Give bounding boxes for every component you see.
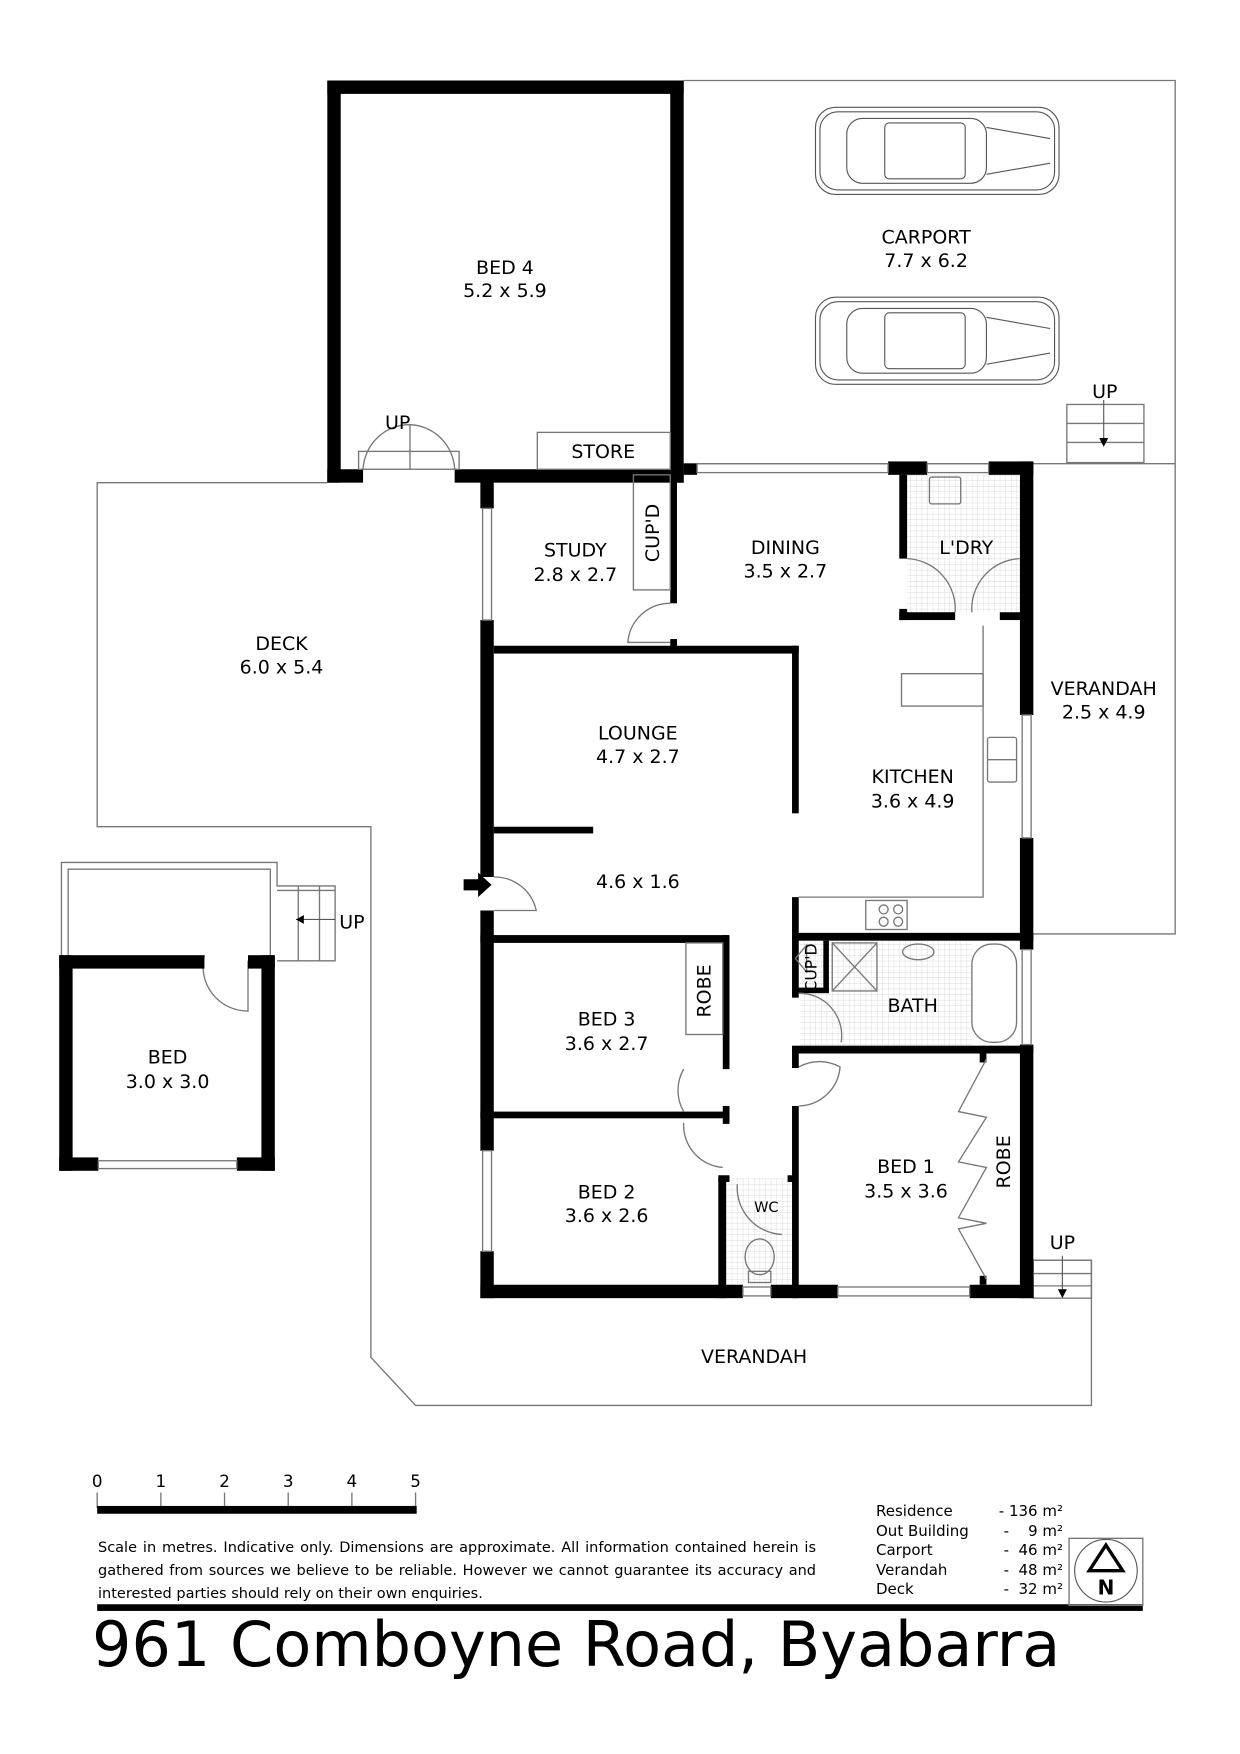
store-cupboard [536, 431, 671, 470]
north-compass-icon: N [1068, 1537, 1144, 1607]
area-row: Residence- 136 m² [876, 1502, 1063, 1520]
doors [202, 423, 1020, 1236]
walls [327, 80, 1034, 1299]
svg-text:5: 5 [410, 1471, 421, 1491]
dining-label: DINING [751, 537, 820, 559]
verandah-south-label: VERANDAH [701, 1346, 807, 1368]
study-label: STUDY [544, 539, 607, 561]
carport-label: CARPORT [881, 227, 971, 249]
entry-size: 4.6 x 1.6 [596, 871, 680, 893]
dining-size: 3.5 x 2.7 [743, 561, 827, 583]
verandah-label: VERANDAH [1051, 678, 1157, 700]
stairs-verandah [1032, 1255, 1093, 1299]
stove-icon [865, 899, 908, 931]
bed2-label: BED 2 [578, 1182, 636, 1204]
robe-bed3 [685, 942, 724, 1036]
study-cupboard [632, 474, 671, 591]
area-summary: Residence- 136 m² Out Building- 9 m² Car… [876, 1502, 1063, 1600]
svg-text:3: 3 [283, 1471, 294, 1491]
wc-tiles [726, 1178, 794, 1285]
shower-icon [831, 942, 878, 992]
divider-line [97, 1604, 1143, 1611]
robe-label: ROBE [693, 964, 715, 1017]
bed1-label: BED 1 [877, 1156, 935, 1178]
out-building [59, 861, 336, 1171]
outbuilding-bed-size: 3.0 x 3.0 [126, 1071, 210, 1093]
carport-size: 7.7 x 6.2 [884, 250, 968, 272]
deck-size: 6.0 x 5.4 [240, 657, 324, 679]
kitchen-size: 3.6 x 4.9 [871, 791, 955, 813]
carport-outline [683, 79, 1176, 935]
laundry-label: L'DRY [939, 537, 993, 559]
bed4-size: 5.2 x 5.9 [463, 280, 547, 302]
verandah-size: 2.5 x 4.9 [1062, 701, 1146, 723]
laundry-tiles [907, 474, 1020, 613]
windows [357, 450, 1032, 1297]
entry-arrow-icon [463, 872, 492, 898]
bed4-label: BED 4 [476, 257, 534, 279]
disclaimer-text: Scale in metres. Indicative only. Dimens… [98, 1540, 816, 1602]
stairs-up-label: UP [385, 412, 410, 434]
lounge-label: LOUNGE [598, 723, 678, 745]
store-label: STORE [571, 441, 635, 463]
stairs-carport [1066, 399, 1145, 464]
kitchen-label: KITCHEN [872, 766, 954, 788]
stairs-up-label: UP [1050, 1232, 1075, 1254]
svg-text:0: 0 [92, 1471, 103, 1491]
bed3-size: 3.6 x 2.7 [565, 1033, 649, 1055]
sink-icon [986, 736, 1018, 783]
study-size: 2.8 x 2.7 [533, 564, 617, 586]
basin-icon [901, 943, 935, 961]
svg-text:1: 1 [156, 1471, 167, 1491]
bed3-label: BED 3 [578, 1009, 636, 1031]
bathtub-icon [971, 943, 1018, 1044]
kitchen-bench [900, 673, 984, 707]
svg-text:N: N [1098, 1575, 1115, 1599]
stairs-up-label: UP [1092, 381, 1117, 403]
wc-label: WC [754, 1200, 779, 1216]
deck-label: DECK [255, 633, 308, 655]
cupboard-label: CUP'D [642, 504, 664, 562]
scale-bar: 0 1 2 3 4 5 [92, 1471, 421, 1514]
bed1-size: 3.5 x 3.6 [864, 1181, 948, 1203]
svg-text:4: 4 [347, 1471, 358, 1491]
stairs-up-label: UP [339, 911, 364, 933]
outbuilding-bed-label: BED [148, 1047, 188, 1069]
car-icon [814, 296, 1060, 385]
area-row: Verandah- 48 m² [876, 1560, 1063, 1579]
area-row: Carport- 46 m² [876, 1541, 1063, 1559]
lounge-size: 4.7 x 2.7 [596, 746, 680, 768]
toilet-icon [744, 1238, 775, 1276]
bed2-size: 3.6 x 2.6 [565, 1205, 649, 1227]
laundry-tub-icon [928, 476, 962, 505]
car-icon [814, 106, 1060, 195]
area-row: Out Building- 9 m² [876, 1521, 1063, 1540]
svg-text:2: 2 [219, 1471, 230, 1491]
cupboard-label: CUP'D [802, 943, 821, 991]
deck-outline [96, 481, 1093, 1407]
property-address: 961 Comboyne Road, Byabarra [92, 1608, 1061, 1681]
area-row: Deck- 32 m² [876, 1580, 1063, 1598]
robe-label: ROBE [993, 1135, 1015, 1188]
bath-label: BATH [887, 995, 937, 1017]
folding-robe-doors [957, 1058, 988, 1280]
